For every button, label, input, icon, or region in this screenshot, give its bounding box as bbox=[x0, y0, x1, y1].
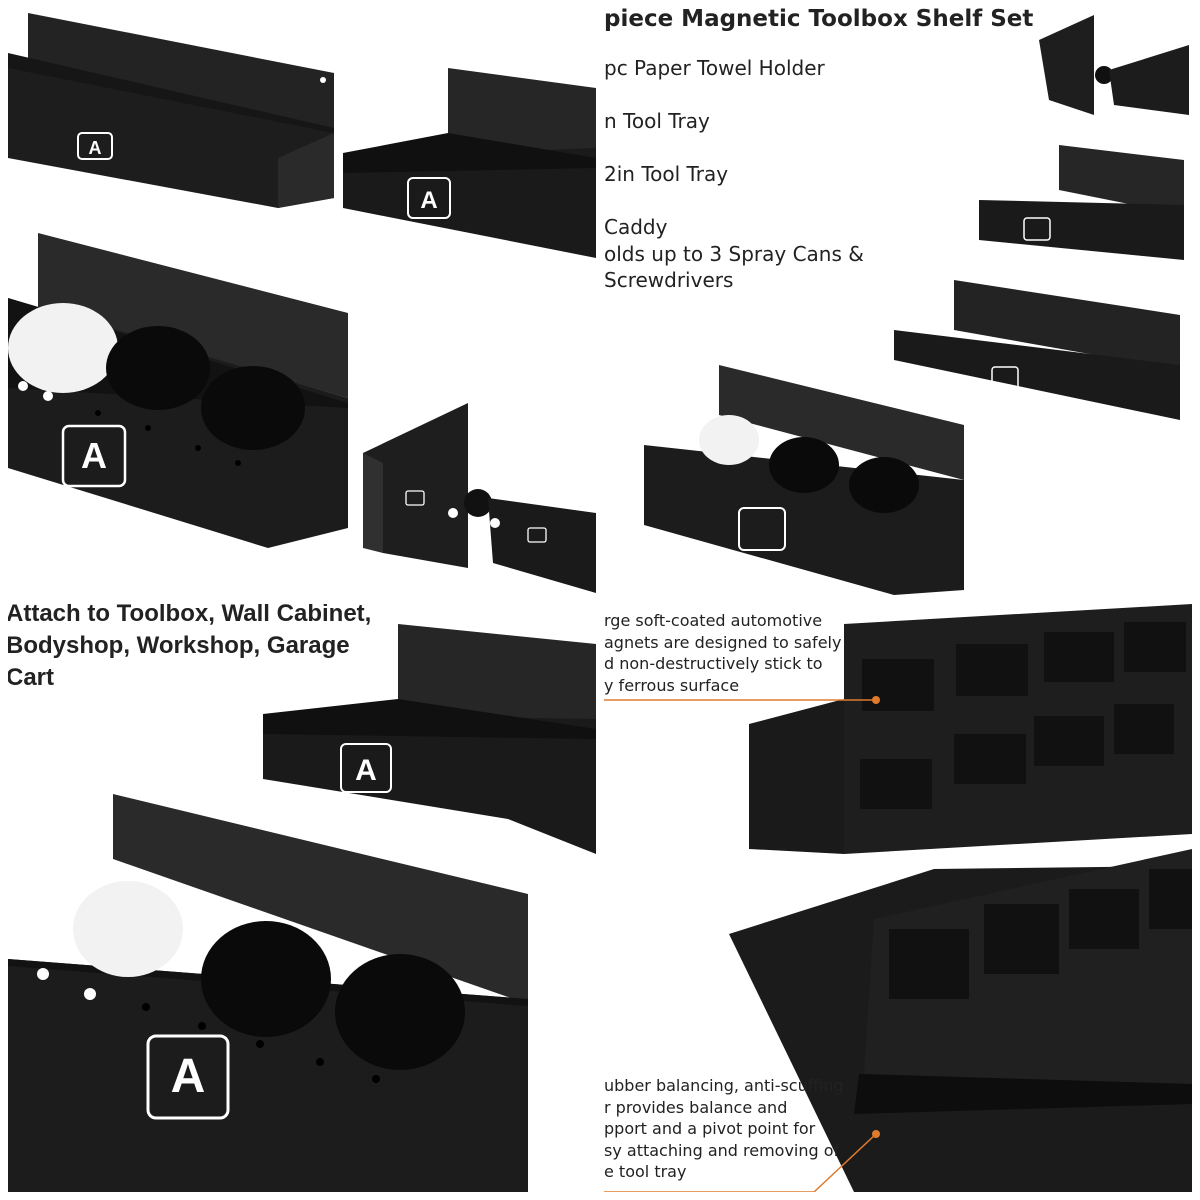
item-caddy-desc-2: Screwdrivers bbox=[604, 268, 734, 292]
item-caddy: Caddy bbox=[604, 215, 668, 239]
panel-bottom-left-attach: A A Attach to Toolbox, Wall Cabinet, Bod… bbox=[8, 604, 596, 1192]
logo-text: A bbox=[355, 754, 377, 787]
rubber-callout-line-5: e tool tray bbox=[604, 1162, 687, 1181]
spray-can-caddy: A bbox=[8, 794, 528, 1192]
product-photo-bottom-right bbox=[604, 604, 1192, 1192]
tool-tray-large: A bbox=[8, 13, 334, 208]
tool-tray-small-thumb bbox=[979, 145, 1184, 260]
logo-text: A bbox=[171, 1050, 206, 1103]
magnet-callout-line-1: rge soft-coated automotive bbox=[604, 611, 823, 630]
product-photo-bottom-left: A A bbox=[8, 624, 596, 1192]
magnet-callout-line-4: y ferrous surface bbox=[604, 676, 740, 695]
panel-top-left-product-photos: A A A bbox=[8, 8, 596, 596]
magnet-back-plate-top bbox=[749, 604, 1192, 854]
rubber-callout-line-2: r provides balance and bbox=[604, 1098, 788, 1117]
set-title: piece Magnetic Toolbox Shelf Set bbox=[604, 6, 1034, 32]
logo-text: A bbox=[81, 435, 107, 476]
magnet-back-plate-bottom bbox=[729, 849, 1192, 1192]
rubber-callout-line-3: pport and a pivot point for bbox=[604, 1119, 816, 1138]
paper-towel-holder-thumb bbox=[1039, 15, 1189, 115]
item-tool-tray-2: 2in Tool Tray bbox=[604, 162, 729, 186]
paper-towel-holder bbox=[363, 403, 596, 593]
product-photo-top-right bbox=[644, 15, 1189, 595]
attach-heading-line-3: Cart bbox=[8, 664, 55, 691]
magnet-callout-line-3: d non-destructively stick to bbox=[604, 654, 823, 673]
panel-bottom-right-features: rge soft-coated automotive agnets are de… bbox=[604, 604, 1192, 1192]
callout-lines bbox=[604, 696, 880, 1192]
tool-tray-large-thumb bbox=[894, 280, 1180, 420]
magnet-callout-line-2: agnets are designed to safely bbox=[604, 633, 842, 652]
spray-can-caddy: A bbox=[8, 233, 348, 548]
spray-can-caddy-thumb bbox=[644, 365, 964, 595]
product-photo-top-left: A A A bbox=[8, 13, 596, 593]
item-caddy-desc-1: olds up to 3 Spray Cans & bbox=[604, 242, 864, 266]
item-tool-tray-1: n Tool Tray bbox=[604, 109, 710, 133]
logo-text: A bbox=[420, 187, 437, 214]
tool-tray-small: A bbox=[263, 624, 596, 854]
attach-heading-line-2: Bodyshop, Workshop, Garage bbox=[8, 632, 350, 659]
rubber-callout-line-1: ubber balancing, anti-scuffing bbox=[604, 1076, 844, 1095]
logo-text: A bbox=[89, 138, 102, 158]
rubber-callout-line-4: sy attaching and removing of bbox=[604, 1141, 840, 1160]
tool-tray-small: A bbox=[343, 68, 596, 258]
attach-heading-line-1: Attach to Toolbox, Wall Cabinet, bbox=[8, 604, 372, 627]
panel-top-right-set-contents: piece Magnetic Toolbox Shelf Set pc Pape… bbox=[604, 0, 1200, 596]
item-paper-towel-holder: pc Paper Towel Holder bbox=[604, 56, 825, 80]
